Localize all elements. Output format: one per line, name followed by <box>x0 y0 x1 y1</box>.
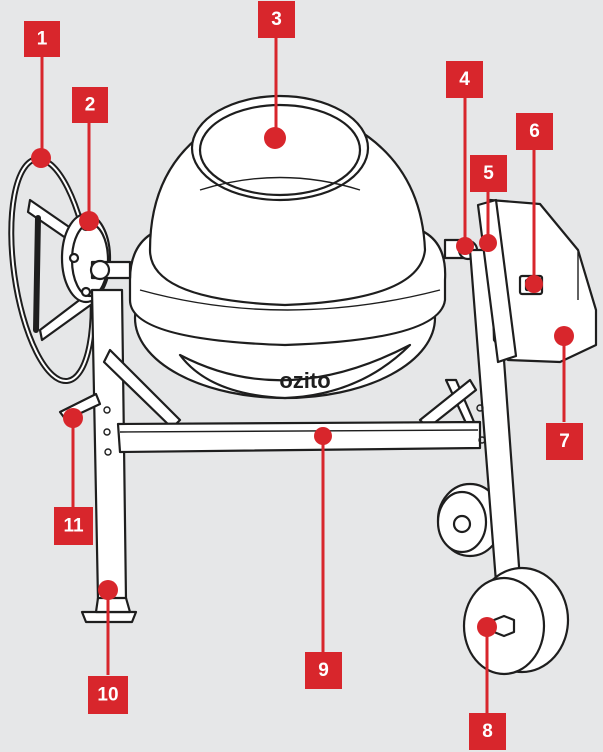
dot-11 <box>63 408 83 428</box>
dot-3 <box>264 127 286 149</box>
callout-6: 6 <box>516 113 553 150</box>
svg-text:10: 10 <box>97 685 118 706</box>
dot-6 <box>525 275 543 293</box>
callout-tags: 1 2 3 4 5 6 7 8 <box>24 1 583 750</box>
svg-text:1: 1 <box>37 29 48 50</box>
callout-10: 10 <box>88 676 128 714</box>
front-wheel <box>462 566 570 676</box>
svg-text:2: 2 <box>85 95 96 116</box>
svg-text:4: 4 <box>459 69 470 90</box>
callout-7: 7 <box>546 423 583 460</box>
leader-lines <box>31 36 574 713</box>
dot-2 <box>79 211 99 231</box>
svg-text:9: 9 <box>318 660 329 681</box>
dot-1 <box>31 148 51 168</box>
svg-text:6: 6 <box>529 121 540 142</box>
dot-5 <box>479 234 497 252</box>
dot-9 <box>314 427 332 445</box>
svg-text:7: 7 <box>559 431 570 452</box>
dot-10 <box>98 580 118 600</box>
dot-8 <box>477 617 497 637</box>
callout-9: 9 <box>305 652 342 689</box>
rear-wheel <box>436 482 504 558</box>
mixing-drum <box>128 94 447 400</box>
svg-text:8: 8 <box>482 721 493 742</box>
callout-11: 11 <box>54 507 93 545</box>
callout-5: 5 <box>470 155 507 192</box>
cement-mixer-illustration: ozito <box>8 94 598 676</box>
callout-4: 4 <box>446 61 483 98</box>
callout-2: 2 <box>72 87 108 123</box>
frame-crossbar <box>116 420 482 454</box>
svg-text:11: 11 <box>63 516 84 537</box>
dot-4 <box>456 237 474 255</box>
dot-7 <box>554 326 574 346</box>
brand-logo: ozito <box>279 368 330 393</box>
svg-text:5: 5 <box>483 163 494 184</box>
svg-text:3: 3 <box>271 9 282 30</box>
callout-1: 1 <box>24 21 60 57</box>
callout-8: 8 <box>469 713 506 750</box>
callout-3: 3 <box>258 1 295 38</box>
